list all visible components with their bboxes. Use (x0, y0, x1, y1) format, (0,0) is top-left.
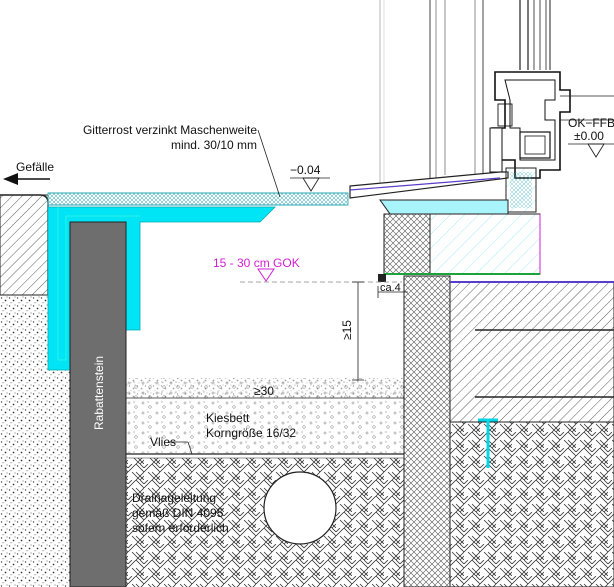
building-wall (403, 275, 614, 587)
width-dimension-label: ≥30 (254, 384, 274, 398)
drain-label-line1: Drainageleitung (132, 491, 217, 505)
floor-level-label-line2: ±0.00 (574, 129, 604, 143)
gap-dimension-label: ca.4 (380, 282, 401, 294)
channel-edge (47, 192, 349, 371)
slope-arrow (3, 173, 50, 185)
ground-level-label: 15 - 30 cm GOK (213, 256, 300, 270)
floor-level-label-line1: OK−FFB (568, 116, 614, 130)
grating-level-label: −0.04 (290, 163, 321, 177)
threshold (349, 167, 541, 282)
grating-label-line1: Gitterrost verzinkt Maschenweite (82, 123, 257, 137)
curb-stone-label: Rabattenstein (92, 355, 106, 430)
grating-label-line2: mind. 30/10 mm (170, 138, 257, 152)
gravel-bed (126, 378, 404, 459)
dimension-lines (125, 129, 614, 455)
height-dimension-label: ≥15 (340, 320, 354, 340)
drain-label-line3: sofern erforderlich (132, 521, 229, 535)
window-frame (379, 0, 614, 190)
gravel-label-line2: Korngröße 16/32 (206, 426, 297, 440)
drain-label-line2: gemäß DIN 4095 (132, 506, 224, 520)
fleece-label: Vlies (150, 435, 177, 449)
drain-soil (126, 458, 404, 587)
slope-label: Gefälle (16, 160, 55, 174)
soil-left (0, 194, 70, 587)
gravel-label-line1: Kiesbett (206, 411, 250, 425)
